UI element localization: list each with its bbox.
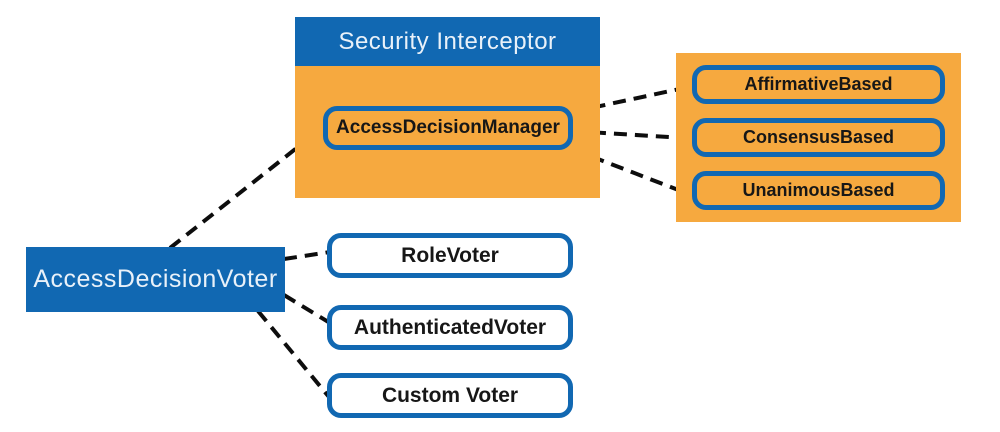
edge-manager-to-consensusbased <box>571 129 685 140</box>
edge-voter-to-rolevoter <box>283 250 331 261</box>
access-decision-voter-node: AccessDecisionVoter <box>26 247 285 312</box>
voter-node-custom-voter: Custom Voter <box>327 373 573 418</box>
edge-voter-to-authenticatedvoter <box>282 293 332 325</box>
strategy-node-consensus-based: ConsensusBased <box>692 118 945 157</box>
strategy-node-affirmative-based: AffirmativeBased <box>692 65 945 104</box>
security-interceptor-title: Security Interceptor <box>295 17 600 66</box>
edge-voter-to-manager <box>168 126 324 250</box>
voter-node-role-voter: RoleVoter <box>327 233 573 278</box>
strategy-node-unanimous-based: UnanimousBased <box>692 171 945 210</box>
security-interceptor-group: Security Interceptor AccessDecisionManag… <box>295 17 600 198</box>
edge-voter-to-customvoter <box>256 309 331 399</box>
voter-node-authenticated-voter: AuthenticatedVoter <box>327 305 573 350</box>
strategies-panel: AffirmativeBased ConsensusBased Unanimou… <box>676 53 961 222</box>
access-decision-manager-node: AccessDecisionManager <box>323 106 573 150</box>
